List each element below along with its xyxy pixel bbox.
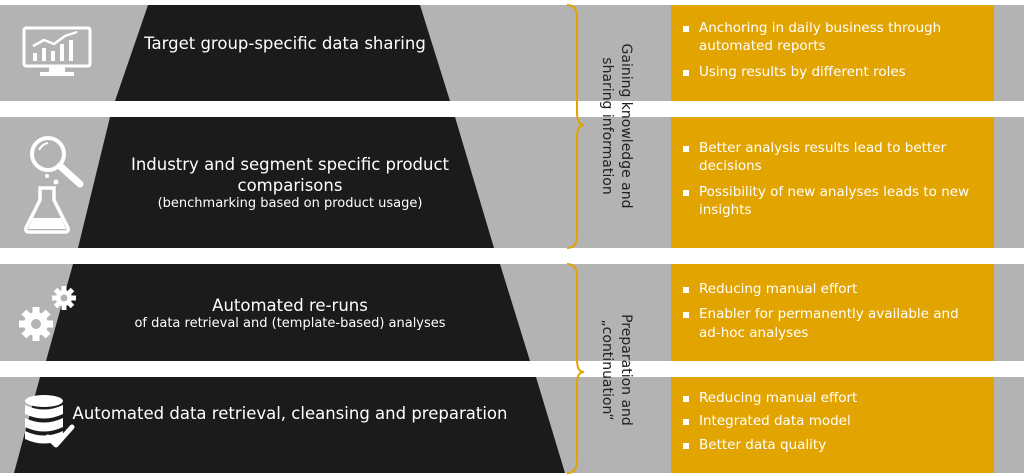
magnifier-flask-icon (24, 136, 84, 234)
level-4-title: Automated data retrieval, cleansing and … (72, 404, 508, 423)
benefit-item: Possibility of new analyses leads to new… (681, 183, 984, 220)
phase-label-knowledge-text: Gaining knowledge and sharing informatio… (599, 43, 634, 209)
level-1-text: Target group-specific data sharing (140, 33, 430, 54)
level-4-text: Automated data retrieval, cleansing and … (60, 403, 520, 424)
benefit-box-4: Reducing manual effort Integrated data m… (671, 377, 994, 473)
level-2-text: Industry and segment specific product co… (120, 154, 460, 213)
bracket-bottom (566, 263, 585, 474)
level-3-text: Automated re-runs of data retrieval and … (80, 295, 500, 333)
bracket-top (566, 4, 585, 249)
benefit-item: Anchoring in daily business through auto… (681, 19, 984, 56)
benefit-item: Better data quality (681, 436, 984, 454)
pyramid-segment-4 (14, 377, 565, 473)
pyramid-segment-3 (46, 264, 530, 361)
benefit-item: Integrated data model (681, 412, 984, 430)
benefit-box-1: Anchoring in daily business through auto… (671, 5, 994, 101)
level-3-title: Automated re-runs (212, 296, 368, 315)
pyramid-segment-1 (115, 5, 450, 101)
gears-icon (19, 286, 76, 341)
benefit-box-3: Reducing manual effort Enabler for perma… (671, 264, 994, 361)
benefit-box-2: Better analysis results lead to better d… (671, 117, 994, 248)
benefit-item: Enabler for permanently available and ad… (681, 305, 984, 342)
benefit-item: Better analysis results lead to better d… (681, 139, 984, 176)
level-2-subtitle: (benchmarking based on product usage) (157, 196, 423, 212)
level-3-subtitle: of data retrieval and (template-based) a… (134, 316, 446, 332)
level-1-title: Target group-specific data sharing (144, 34, 426, 53)
phase-label-preparation-text: Preparation and „continuation“ (599, 314, 634, 426)
benefit-item: Reducing manual effort (681, 280, 984, 298)
benefit-item: Using results by different roles (681, 63, 984, 81)
pyramid-segment-2 (78, 117, 494, 248)
level-2-title: Industry and segment specific product co… (130, 155, 450, 196)
benefit-item: Reducing manual effort (681, 389, 984, 407)
monitor-chart-icon (22, 26, 92, 76)
database-check-icon (25, 395, 75, 448)
